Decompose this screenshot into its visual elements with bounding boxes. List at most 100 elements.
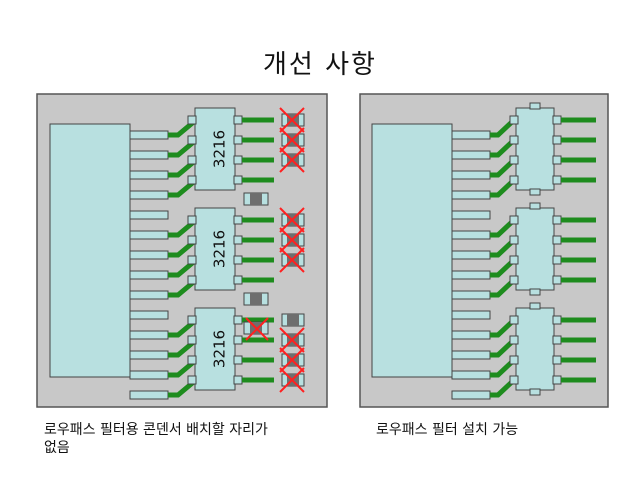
ic-pin-left xyxy=(509,115,519,125)
ic-pin-right xyxy=(552,355,562,365)
ic-pin-left xyxy=(187,155,197,165)
connector-pin xyxy=(451,310,491,320)
connector-pin xyxy=(129,170,169,180)
ic-pin-right xyxy=(552,175,562,185)
input-trace xyxy=(490,358,516,378)
ic-pin-left xyxy=(187,235,197,245)
ic-pin-left xyxy=(187,135,197,145)
ic-tab-bottom xyxy=(529,188,541,196)
ic-tab-top xyxy=(529,102,541,110)
ic-pin-right xyxy=(233,115,243,125)
input-trace xyxy=(168,118,198,138)
ic-label: 3216 xyxy=(211,230,229,268)
cross-mark xyxy=(279,227,305,253)
ic-pin-left xyxy=(509,255,519,265)
connector-body xyxy=(371,123,453,378)
capacitor-body xyxy=(250,293,262,305)
connector-pin xyxy=(451,350,491,360)
ic-pin-left xyxy=(187,335,197,345)
cross-mark xyxy=(279,147,305,173)
ic-pin-right xyxy=(552,215,562,225)
ic-pin-left xyxy=(509,275,519,285)
input-trace xyxy=(168,358,198,378)
input-trace xyxy=(490,138,516,158)
ic-pin-right xyxy=(552,235,562,245)
filter-ic-body xyxy=(194,307,236,391)
ic-pin-left xyxy=(187,275,197,285)
ic-tab-top xyxy=(529,302,541,310)
ic-pin-right xyxy=(233,135,243,145)
ic-pin-left xyxy=(509,315,519,325)
input-trace xyxy=(168,278,198,298)
ic-pin-left xyxy=(187,215,197,225)
input-trace xyxy=(168,138,198,158)
ic-pin-left xyxy=(509,175,519,185)
connector-pin xyxy=(451,390,491,400)
ic-pin-right xyxy=(233,175,243,185)
ic-tab-bottom xyxy=(529,288,541,296)
ic-pin-left xyxy=(509,235,519,245)
right-panel-board xyxy=(359,93,609,408)
connector-pin xyxy=(129,210,169,220)
capacitor-body xyxy=(250,193,262,205)
ic-pin-left xyxy=(187,375,197,385)
cross-mark xyxy=(279,347,305,373)
filter-ic-body xyxy=(194,107,236,191)
ic-pin-left xyxy=(187,115,197,125)
ic-pin-left xyxy=(509,215,519,225)
ic-pin-right xyxy=(552,255,562,265)
ic-pin-right xyxy=(233,155,243,165)
page-title: 개선 사항 xyxy=(263,50,377,80)
input-trace xyxy=(168,318,198,338)
cross-mark xyxy=(245,317,269,341)
ic-pin-right xyxy=(233,215,243,225)
connector-pin xyxy=(129,290,169,300)
ic-pin-right xyxy=(552,375,562,385)
ic-pin-right xyxy=(552,315,562,325)
connector-body xyxy=(49,123,131,378)
connector-pin xyxy=(451,330,491,340)
input-trace xyxy=(168,378,198,398)
connector-pin xyxy=(129,370,169,380)
ic-pin-right xyxy=(552,115,562,125)
ic-pin-right xyxy=(233,255,243,265)
cross-mark xyxy=(279,367,305,393)
filter-ic-body xyxy=(515,107,555,191)
connector-pin xyxy=(129,350,169,360)
ic-pin-right xyxy=(233,235,243,245)
ic-pin-left xyxy=(187,315,197,325)
cross-mark xyxy=(279,247,305,273)
connector-pin xyxy=(451,230,491,240)
input-trace xyxy=(490,338,516,358)
ic-pin-right xyxy=(233,335,243,345)
filter-ic-body xyxy=(515,307,555,391)
filter-ic-body xyxy=(515,207,555,291)
input-trace xyxy=(490,158,516,178)
connector-pin xyxy=(129,310,169,320)
connector-pin xyxy=(451,250,491,260)
ic-pin-left xyxy=(187,255,197,265)
connector-pin xyxy=(129,130,169,140)
ic-pin-left xyxy=(187,355,197,365)
ic-pin-right xyxy=(233,355,243,365)
cross-mark xyxy=(279,107,305,133)
input-trace xyxy=(490,178,516,198)
input-trace xyxy=(168,238,198,258)
cross-mark xyxy=(279,127,305,153)
ic-pin-right xyxy=(233,315,243,325)
connector-pin xyxy=(129,250,169,260)
input-trace xyxy=(490,318,516,338)
connector-pin xyxy=(451,210,491,220)
connector-pin xyxy=(129,390,169,400)
ic-label: 3216 xyxy=(211,130,229,168)
input-trace xyxy=(490,258,516,278)
connector-pin xyxy=(451,150,491,160)
ic-pin-left xyxy=(509,335,519,345)
capacitor-body xyxy=(287,314,299,326)
connector-pin xyxy=(451,370,491,380)
right-caption: 로우패스 필터 설치 가능 xyxy=(376,422,519,438)
cross-mark xyxy=(279,327,305,353)
ic-tab-top xyxy=(529,202,541,210)
